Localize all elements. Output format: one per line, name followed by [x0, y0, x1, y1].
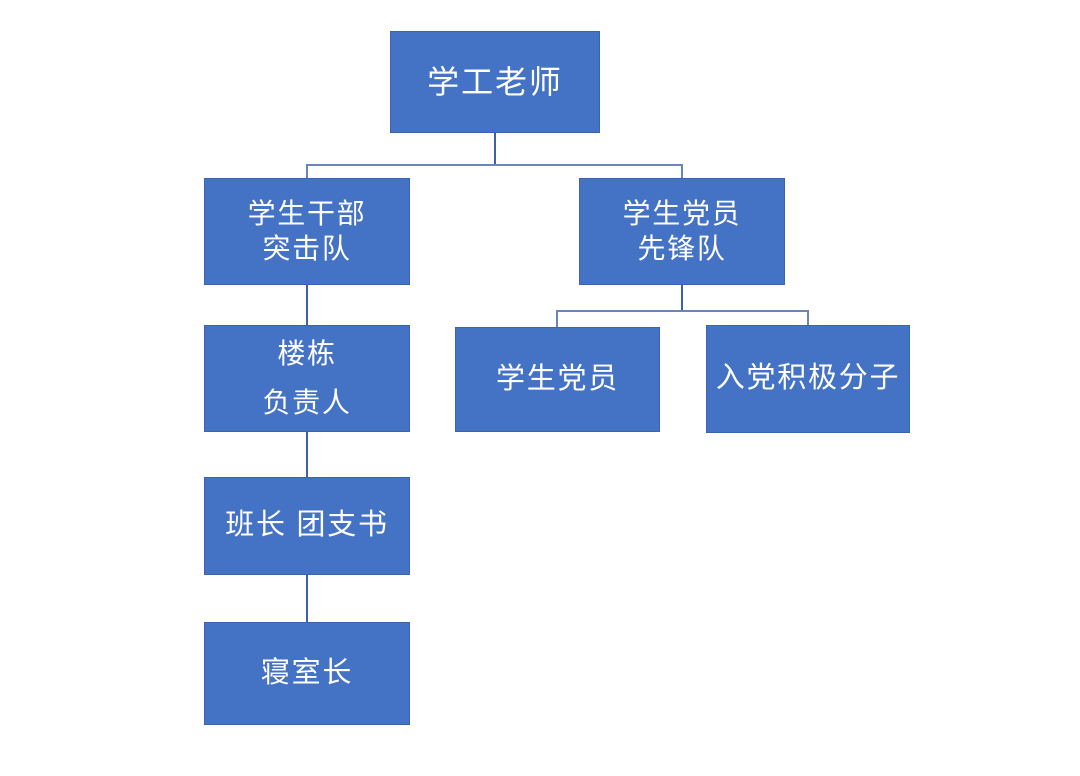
node-xuegong-laoshi[interactable]: 学工老师 — [390, 31, 600, 133]
node-label-line1: 学生干部 — [247, 198, 367, 230]
node-label-line2: 负责人 — [262, 386, 352, 418]
node-label-line1: 班长 团支书 — [225, 509, 389, 542]
connector-n2-to-n4 — [306, 285, 308, 326]
node-label-line1: 学生党员 — [496, 362, 619, 395]
node-qinshizhang[interactable]: 寝室长 — [204, 622, 410, 725]
node-label-line1: 入党积极分子 — [715, 362, 901, 395]
connector-n3-drop — [681, 285, 683, 311]
node-rudang-jiji-fenzi[interactable]: 入党积极分子 — [706, 325, 910, 433]
node-xuesheng-ganbu-tujidui[interactable]: 学生干部 突击队 — [204, 178, 410, 285]
connector-level1-bus — [306, 164, 683, 166]
node-label-line2: 突击队 — [262, 232, 352, 264]
node-label-line1: 学工老师 — [427, 63, 563, 100]
connector-bus-to-n6 — [807, 310, 809, 326]
node-xuesheng-dangyuan[interactable]: 学生党员 — [455, 327, 660, 432]
node-label-line2: 先锋队 — [637, 232, 727, 264]
node-label-line1: 寝室长 — [260, 656, 354, 689]
connector-n4-to-n7 — [306, 432, 308, 478]
connector-level2-bus — [556, 310, 808, 312]
connector-n7-to-n8 — [306, 575, 308, 623]
node-label-line1: 楼栋 — [277, 338, 337, 370]
node-xuesheng-dangyuan-xianfengdui[interactable]: 学生党员 先锋队 — [579, 178, 785, 285]
connector-n1-drop — [494, 133, 496, 166]
connector-bus-to-n3 — [681, 164, 683, 179]
node-label-line1: 学生党员 — [622, 198, 742, 230]
node-banzhang-tuanzhishu[interactable]: 班长 团支书 — [204, 477, 410, 575]
connector-bus-to-n2 — [306, 164, 308, 179]
node-loudong-fuzeren[interactable]: 楼栋 负责人 — [204, 325, 410, 432]
connector-bus-to-n5 — [556, 310, 558, 327]
